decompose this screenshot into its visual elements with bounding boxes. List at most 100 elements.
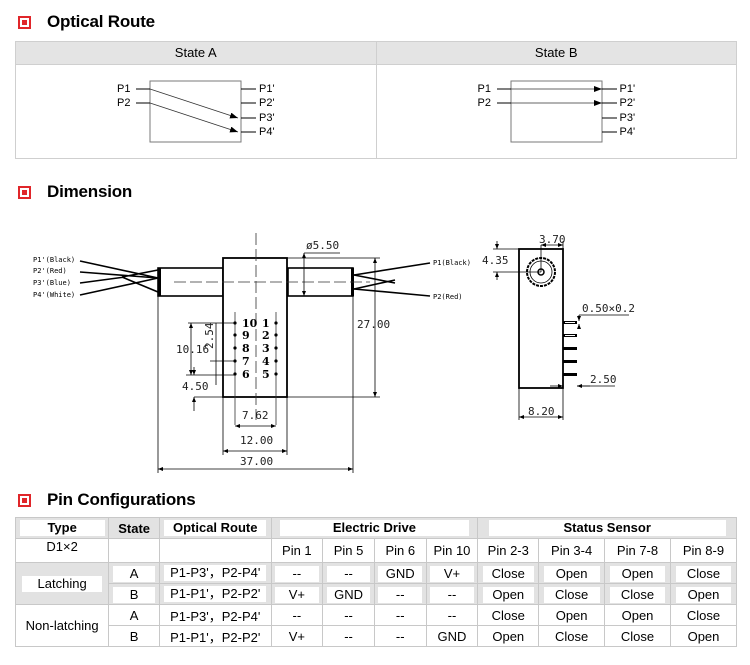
dim-label: 4.50 xyxy=(182,380,209,393)
pin-number: 9 xyxy=(242,329,250,342)
drive-cell: -- xyxy=(373,604,427,626)
pin-number: 6 xyxy=(242,368,250,381)
route-p2-p4 xyxy=(149,102,239,133)
empty-cell xyxy=(108,538,160,563)
state-b-panel: State B P1 P2 P1' P2' P3' P4' xyxy=(375,42,737,158)
state-cell: A xyxy=(108,604,160,626)
state-b-switch-diagram xyxy=(496,80,617,143)
fiber-label: P1(Black) xyxy=(433,259,471,267)
dim-label: ø5.50 xyxy=(306,239,339,252)
dim-label: 8.20 xyxy=(528,405,555,418)
sensor-cell: Close xyxy=(538,625,606,647)
route-p1-p3 xyxy=(149,88,239,119)
sensor-cell: Close xyxy=(604,583,671,605)
output-label: P4' xyxy=(619,126,636,138)
drawing-stroke xyxy=(121,269,159,278)
drive-cell: -- xyxy=(425,583,479,605)
section-bullet-icon xyxy=(18,493,31,507)
sensor-cell: Close xyxy=(477,562,540,584)
section-bullet-icon xyxy=(18,15,31,29)
drawing-stroke xyxy=(274,359,278,363)
drive-cell: -- xyxy=(322,562,375,584)
drawing-stroke xyxy=(563,373,577,376)
pin-number: 10 xyxy=(242,317,258,330)
dim-label: 37.00 xyxy=(240,455,273,468)
table-row: B P1-P1'，P2-P2' V+ -- -- GND Open Close … xyxy=(16,625,738,647)
table-row: B P1-P1'，P2-P2' V+ GND -- -- Open Close … xyxy=(16,583,738,605)
route-cell: P1-P3'，P2-P4' xyxy=(158,562,272,584)
sensor-cell: Open xyxy=(538,604,606,626)
route-cell: P1-P3'，P2-P4' xyxy=(158,604,272,626)
output-label: P1' xyxy=(259,83,275,95)
drawing-stroke xyxy=(353,262,431,276)
pin-number: 3 xyxy=(262,342,270,355)
drawing-stroke xyxy=(274,333,278,337)
sensor-cell: Close xyxy=(477,604,540,626)
dimension-drawing: P1'(Black) P2'(Red) P3'(Blue) P4'(White)… xyxy=(33,233,635,473)
drive-cell: GND xyxy=(373,562,427,584)
drawing-stroke xyxy=(158,268,161,296)
input-label: P2 xyxy=(477,97,491,109)
drawing-stroke xyxy=(353,288,431,297)
state-b-diagram: P1 P2 P1' P2' P3' P4' xyxy=(377,65,737,158)
dim-label: 3.70 xyxy=(539,233,566,246)
pin-number: 8 xyxy=(242,342,250,355)
drawing-stroke xyxy=(274,321,278,325)
right-fiber-bundle xyxy=(353,262,431,297)
drawing-stroke xyxy=(493,241,629,420)
table-row: Latching A P1-P3'，P2-P4' -- -- GND V+ Cl… xyxy=(14,562,738,605)
drive-cell: V+ xyxy=(270,625,324,647)
sensor-cell: Open xyxy=(604,562,671,584)
fiber-label: P2'(Red) xyxy=(33,267,67,275)
drawing-stroke xyxy=(565,322,575,323)
drawing-stroke xyxy=(79,271,159,279)
state-cell: B xyxy=(108,625,160,647)
drive-cell: V+ xyxy=(425,562,479,584)
drive-cell: GND xyxy=(322,583,375,605)
drive-cell: -- xyxy=(373,625,427,647)
dim-label: 27.00 xyxy=(357,318,390,331)
header-optical-route: Optical Route xyxy=(158,517,272,539)
switch-box xyxy=(510,80,602,143)
dim-label: 12.00 xyxy=(240,434,273,447)
drive-cell: V+ xyxy=(270,583,324,605)
dim-label: 2.54 xyxy=(203,322,216,349)
fiber-label: P2(Red) xyxy=(433,293,463,301)
route-cell: P1-P1'，P2-P2' xyxy=(158,583,272,605)
section-title: Dimension xyxy=(47,182,133,201)
input-label: P1 xyxy=(117,83,131,95)
input-label: P2 xyxy=(117,97,131,109)
drawing-stroke xyxy=(79,276,126,284)
drawing-stroke xyxy=(563,347,577,350)
drawing-stroke xyxy=(274,346,278,350)
drawing-stroke xyxy=(353,279,396,290)
switch-box xyxy=(149,80,242,143)
sensor-pin-header: Pin 2-3 xyxy=(477,538,540,563)
drawing-stroke xyxy=(233,346,237,350)
dim-label: 0.50×0.2 xyxy=(582,302,635,315)
drawing-stroke xyxy=(79,277,159,296)
state-a-switch-diagram xyxy=(136,80,256,143)
output-label: P1' xyxy=(619,83,636,95)
dim-label: 4.35 xyxy=(482,254,509,267)
sensor-cell: Close xyxy=(538,583,606,605)
side-pins xyxy=(563,321,577,376)
section-dimension: Dimension xyxy=(18,182,132,202)
sensor-pin-header: Pin 3-4 xyxy=(538,538,606,563)
state-a-panel: State A P1 P2 P1' P2' xyxy=(16,42,376,158)
drive-pin-header: Pin 5 xyxy=(322,538,375,563)
drawing-stroke xyxy=(233,333,237,337)
section-pin-configurations: Pin Configurations xyxy=(18,490,196,510)
drive-cell: -- xyxy=(373,583,427,605)
pin-number: 7 xyxy=(242,355,250,368)
drawing-stroke xyxy=(565,335,575,336)
output-label: P4' xyxy=(259,126,275,138)
section-title: Pin Configurations xyxy=(47,490,196,509)
output-label: P3' xyxy=(259,112,275,124)
pin-configuration-table: Type State Optical Route Electric Drive … xyxy=(14,517,738,647)
pin-number: 4 xyxy=(262,355,270,368)
state-b-header: State B xyxy=(376,42,736,65)
model-cell: D1×2 xyxy=(14,538,110,563)
sensor-cell: Open xyxy=(669,625,738,647)
left-fiber-bundle xyxy=(79,260,159,296)
